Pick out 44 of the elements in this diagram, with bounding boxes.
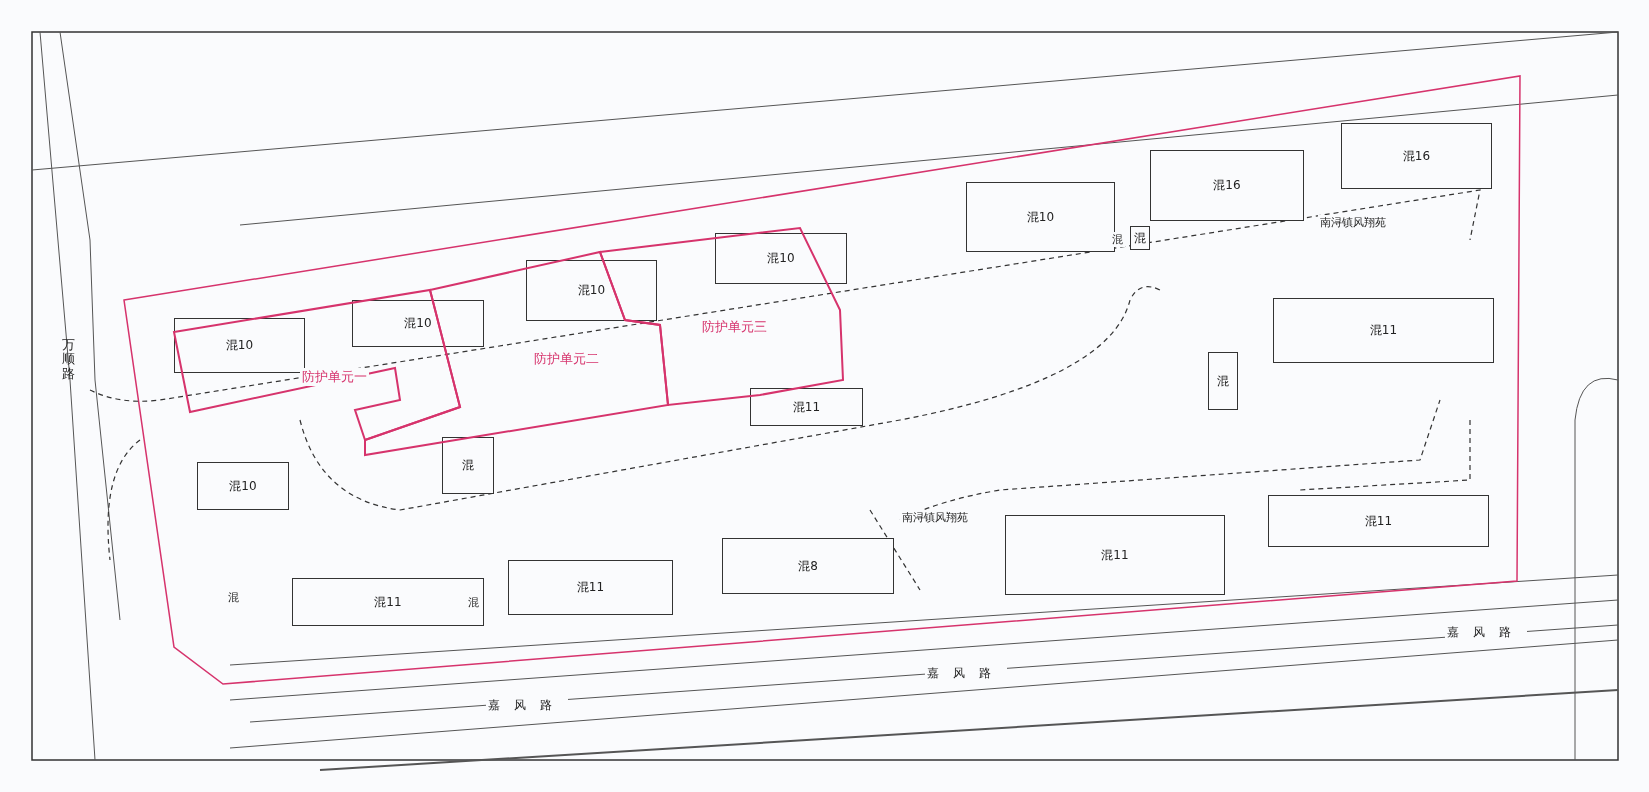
- building-label: 混11: [576, 579, 605, 596]
- building-label: 混16: [1402, 147, 1431, 165]
- building-label: 混11: [1369, 322, 1398, 339]
- building-label: 混11: [792, 398, 821, 416]
- building-footprint: [1341, 123, 1492, 189]
- road-name: 嘉风路: [486, 697, 568, 714]
- road-name: 嘉风路: [925, 665, 1007, 682]
- map-label: 混: [466, 595, 481, 610]
- building-label: 混: [462, 457, 474, 474]
- building-label: 混11: [1101, 546, 1129, 564]
- road-name: 嘉风路: [1445, 624, 1527, 641]
- zone-label: 防护单元三: [700, 318, 769, 336]
- building-footprint: [442, 437, 494, 494]
- building-label: 混11: [1364, 512, 1393, 530]
- building-footprint: [1208, 352, 1238, 410]
- building-label: 混8: [798, 557, 818, 575]
- building-label: 混10: [767, 250, 795, 267]
- map-label: 混: [226, 590, 241, 605]
- building-label: 混10: [404, 315, 432, 332]
- building-footprint: [352, 300, 484, 347]
- building-footprint: [292, 578, 484, 626]
- building-label: 混10: [229, 477, 257, 495]
- map-label: 南浔镇风翔苑: [1318, 215, 1388, 230]
- building-footprint: [1005, 515, 1225, 595]
- building-label: 混: [1217, 372, 1229, 390]
- protection-zone: [363, 250, 670, 457]
- building-footprint: [1273, 298, 1494, 363]
- building-footprint: [1150, 150, 1304, 221]
- zone-label: 防护单元一: [300, 368, 369, 386]
- building-label: 混10: [225, 337, 254, 354]
- map-label: 南浔镇风翔苑: [900, 510, 970, 525]
- building-footprint: [197, 462, 289, 510]
- zone-label: 防护单元二: [532, 350, 601, 368]
- building-label: 混16: [1213, 177, 1241, 194]
- building-label: 混11: [374, 593, 402, 611]
- building-label: 混10: [1026, 208, 1055, 226]
- building-label: 混: [1134, 229, 1146, 247]
- building-footprint: [1268, 495, 1489, 547]
- building-footprint: [722, 538, 894, 594]
- building-footprint: [750, 388, 863, 426]
- road-name: 万顺路: [62, 338, 75, 381]
- map-label: 混: [1110, 232, 1125, 247]
- building-footprint: [508, 560, 673, 615]
- building-label: 混10: [577, 282, 606, 299]
